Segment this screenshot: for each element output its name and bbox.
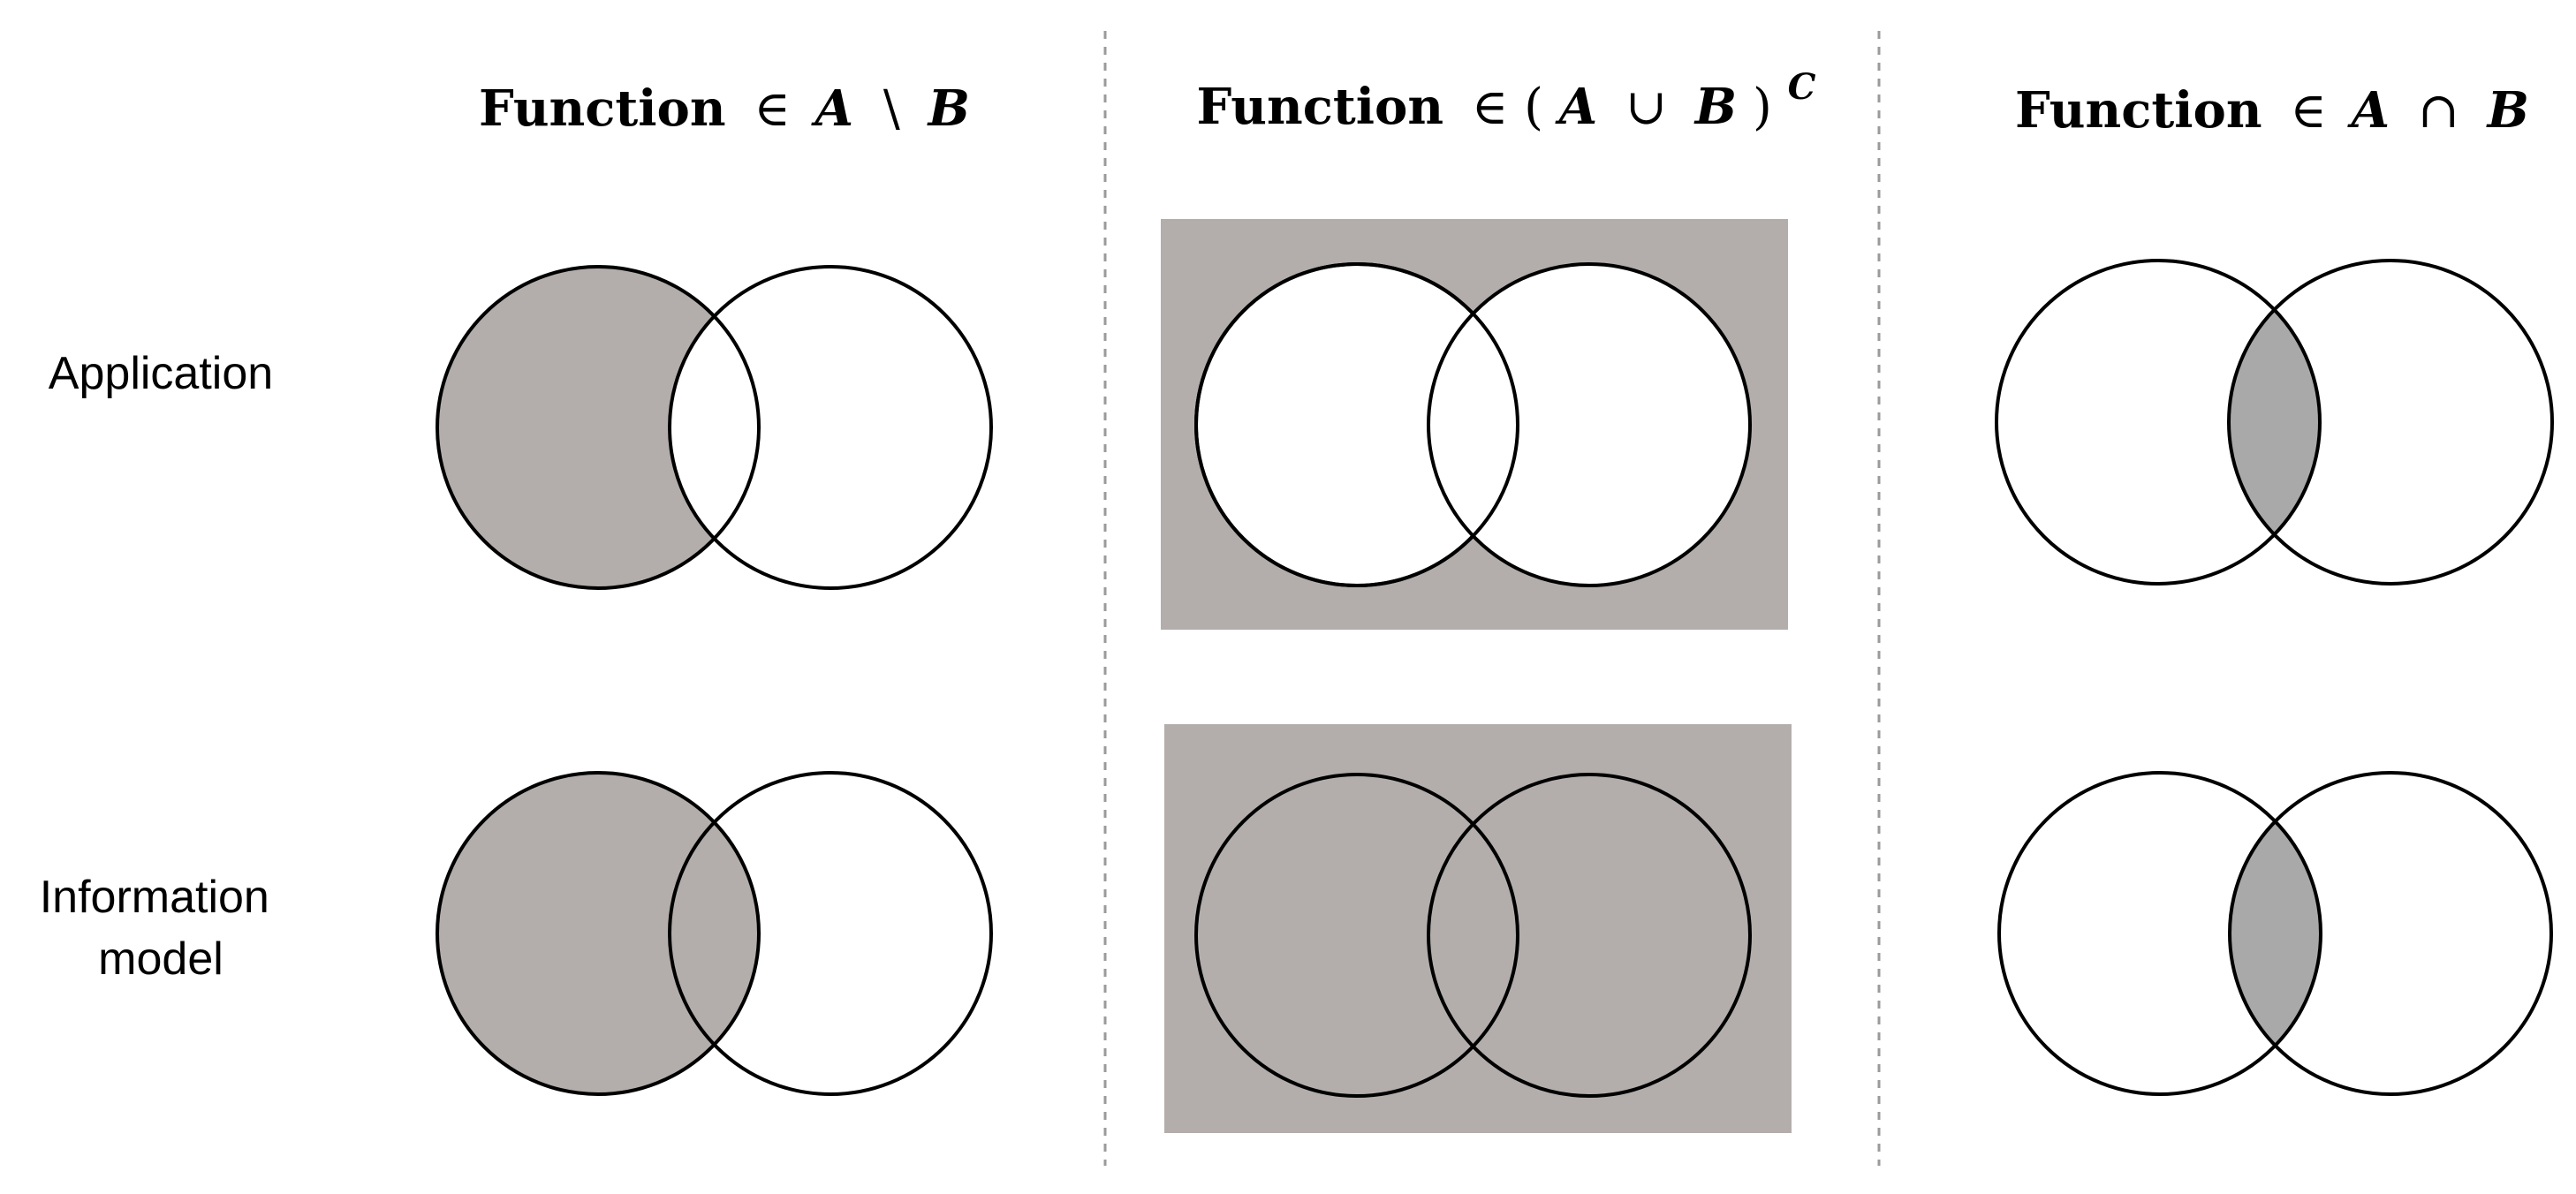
circle-b xyxy=(1427,773,1752,1098)
circle-a xyxy=(436,771,761,1096)
set-difference-symbol: \ xyxy=(883,80,900,138)
circle-b xyxy=(668,771,993,1096)
row-label-information-model: Information model xyxy=(40,872,283,985)
row-label-application: Application xyxy=(49,348,273,399)
circle-a-outline xyxy=(1194,262,1519,587)
set-a: A xyxy=(2347,81,2390,140)
circle-a xyxy=(1194,773,1519,1098)
set-a-region-shaded xyxy=(437,773,759,1094)
circle-b xyxy=(2228,771,2553,1096)
title-prefix: Function xyxy=(2015,81,2262,140)
column-title-intersection: Function ∈ A ∩ B xyxy=(2015,81,2529,140)
close-paren: ) xyxy=(1753,79,1772,136)
venn-intersection-application xyxy=(1995,259,2554,586)
venn-a-minus-b-application xyxy=(436,265,993,590)
set-b: B xyxy=(2486,81,2529,140)
set-a-region-shaded xyxy=(437,267,759,588)
venn-union-complement-information-model xyxy=(1164,724,1792,1133)
complement-superscript: C xyxy=(1788,66,1816,108)
venn-intersection-information-model xyxy=(1997,771,2553,1096)
venn-a-minus-b-information-model xyxy=(436,771,993,1096)
set-a: A xyxy=(1555,78,1597,136)
circle-a xyxy=(436,265,761,590)
circle-a xyxy=(1995,259,2322,586)
element-of-symbol: ∈ ( xyxy=(1472,79,1543,136)
circle-a xyxy=(1997,771,2322,1096)
circle-b xyxy=(668,265,993,590)
title-prefix: Function xyxy=(479,79,726,138)
set-b: B xyxy=(1693,78,1737,136)
title-prefix: Function xyxy=(1197,78,1444,136)
set-a: A xyxy=(811,79,853,138)
universe-shaded xyxy=(1164,724,1792,1133)
column-title-union-complement: Function ∈ ( A ∪ B ) C xyxy=(1197,66,1816,136)
circle-b xyxy=(2227,259,2554,586)
element-of-symbol: ∈ xyxy=(2290,82,2326,140)
set-b: B xyxy=(927,79,970,138)
circle-b xyxy=(1427,262,1752,587)
element-of-symbol: ∈ xyxy=(754,80,790,138)
venn-union-complement-application xyxy=(1161,219,1788,630)
union-symbol: ∪ xyxy=(1625,79,1667,136)
intersection-symbol: ∩ xyxy=(2418,82,2459,140)
column-title-a-minus-b: Function ∈ A \ B xyxy=(479,79,970,138)
